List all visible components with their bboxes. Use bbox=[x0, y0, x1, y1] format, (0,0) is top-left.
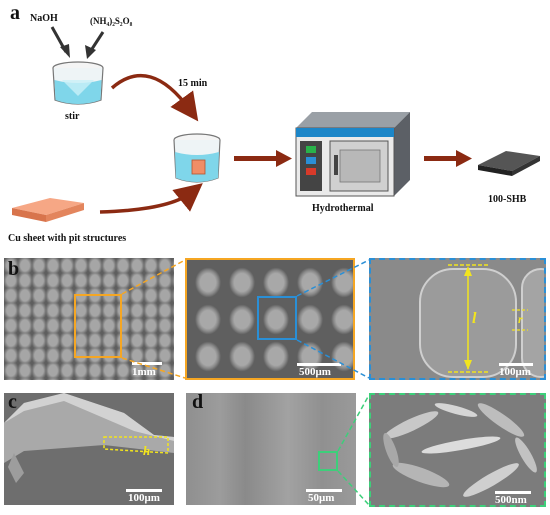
reagent-naoh-label: NaOH bbox=[30, 13, 58, 24]
roi-box-b1 bbox=[74, 294, 122, 358]
nanosheet-texture bbox=[383, 403, 537, 497]
product-plate-icon bbox=[478, 151, 540, 176]
scale-bar-b1 bbox=[132, 362, 162, 365]
panel-d-letter: d bbox=[192, 391, 204, 413]
scale-bar-d1 bbox=[306, 489, 342, 492]
curve-arrow-2 bbox=[99, 183, 203, 214]
product-label: 100-SHB bbox=[488, 194, 527, 205]
sem-image-b3: 100μm bbox=[369, 258, 546, 380]
panel-c-letter: c bbox=[8, 391, 17, 413]
panel-a-letter: a bbox=[10, 2, 20, 24]
cross-section-shape bbox=[4, 393, 174, 483]
scale-bar-d2 bbox=[495, 491, 531, 494]
roi-box-b2 bbox=[257, 296, 297, 340]
reagent-arrow-1 bbox=[50, 26, 70, 58]
scale-bar-b3 bbox=[499, 363, 533, 366]
scale-label-d1: 50μm bbox=[308, 492, 335, 504]
arrow-to-product bbox=[424, 150, 472, 167]
reagent-arrow-2 bbox=[85, 31, 105, 59]
oven-icon bbox=[295, 112, 410, 197]
panel-a-graphics bbox=[12, 26, 540, 222]
sem-image-c: 100μm bbox=[4, 393, 174, 505]
stir-label: stir bbox=[65, 111, 80, 122]
curve-arrow-1 bbox=[110, 73, 199, 122]
panel-b-letter: b bbox=[8, 258, 20, 280]
time-label: 15 min bbox=[178, 78, 208, 89]
pit-shape bbox=[419, 268, 517, 378]
scale-label-c: 100μm bbox=[128, 492, 160, 504]
label-h: h bbox=[143, 443, 151, 458]
label-l: l bbox=[472, 310, 477, 327]
reagent-persulfate-label: (NH₄)₂S₂O₈ bbox=[90, 16, 133, 26]
beaker-2-icon bbox=[173, 133, 221, 183]
scale-label-b1: 1mm bbox=[132, 366, 156, 378]
arrow-to-oven bbox=[234, 150, 292, 167]
copper-sheet-icon bbox=[12, 198, 84, 222]
label-r: r bbox=[518, 312, 523, 326]
scale-label-d2: 500nm bbox=[495, 494, 527, 506]
scale-bar-c bbox=[126, 489, 162, 492]
scale-label-b2: 500μm bbox=[299, 366, 331, 378]
cu-sheet-label: Cu sheet with pit structures bbox=[8, 233, 127, 244]
beaker-icon bbox=[52, 61, 104, 105]
sem-image-d1: 50μm bbox=[186, 393, 356, 505]
hydrothermal-label: Hydrothermal bbox=[312, 203, 374, 214]
roi-box-d1 bbox=[318, 451, 338, 471]
sem-image-d2: 500nm bbox=[369, 393, 546, 507]
scale-label-b3: 100μm bbox=[499, 366, 531, 378]
pit-shape-right bbox=[521, 268, 544, 378]
